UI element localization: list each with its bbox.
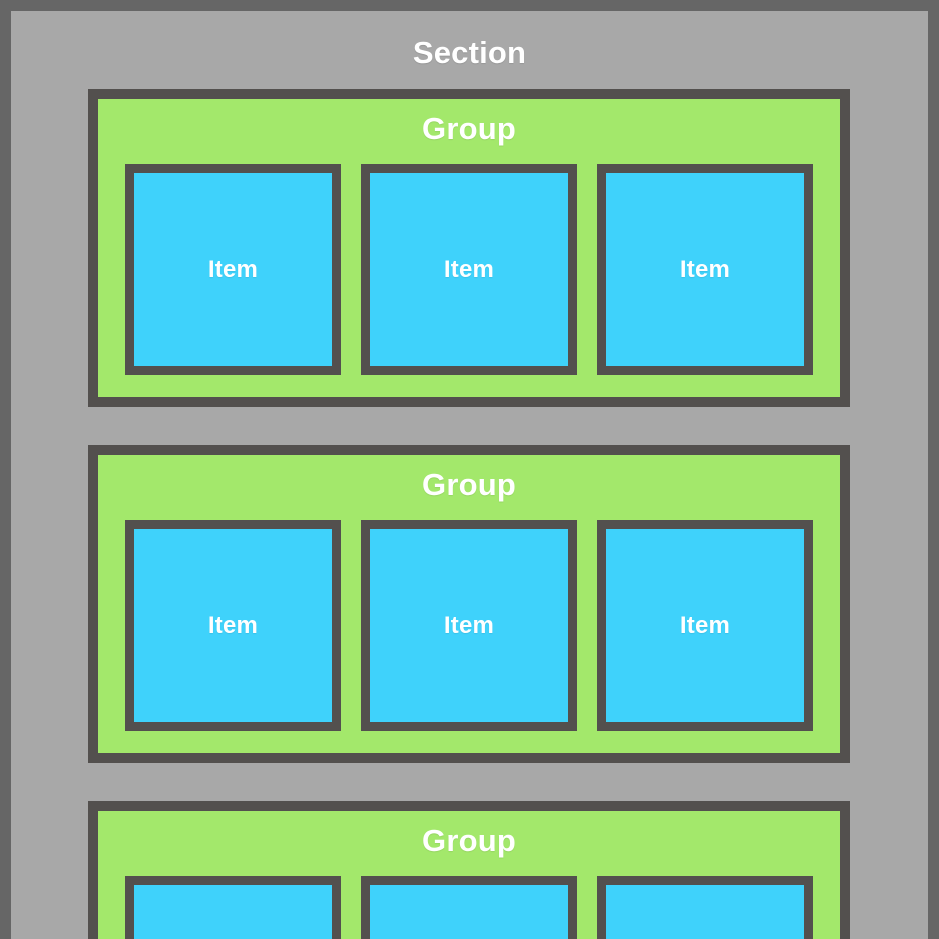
- item-box[interactable]: Item: [361, 520, 577, 731]
- section-title: Section: [412, 35, 527, 70]
- item-box[interactable]: Item: [597, 876, 813, 939]
- group-list: Group Item Item Item Group: [11, 89, 928, 939]
- group-title: Group: [422, 823, 516, 858]
- item-row: Item Item Item: [98, 520, 840, 731]
- item-box[interactable]: Item: [597, 164, 813, 375]
- group-box[interactable]: Group Item Item Item: [88, 445, 850, 763]
- group-box[interactable]: Group Item Item Item: [88, 89, 850, 407]
- item-box[interactable]: Item: [125, 520, 341, 731]
- group-box[interactable]: Group Item Item Item: [88, 801, 850, 939]
- item-row: Item Item Item: [98, 164, 840, 375]
- group-title: Group: [422, 111, 516, 146]
- item-label: Item: [207, 255, 259, 283]
- item-label: Item: [207, 611, 259, 639]
- item-label: Item: [443, 611, 495, 639]
- item-row: Item Item Item: [98, 876, 840, 939]
- item-box[interactable]: Item: [361, 164, 577, 375]
- item-box[interactable]: Item: [597, 520, 813, 731]
- item-label: Item: [679, 255, 731, 283]
- group-title: Group: [422, 467, 516, 502]
- item-box[interactable]: Item: [125, 876, 341, 939]
- item-label: Item: [679, 611, 731, 639]
- item-box[interactable]: Item: [361, 876, 577, 939]
- item-box[interactable]: Item: [125, 164, 341, 375]
- item-label: Item: [443, 255, 495, 283]
- section-panel: Section Group Item Item Item: [11, 11, 928, 939]
